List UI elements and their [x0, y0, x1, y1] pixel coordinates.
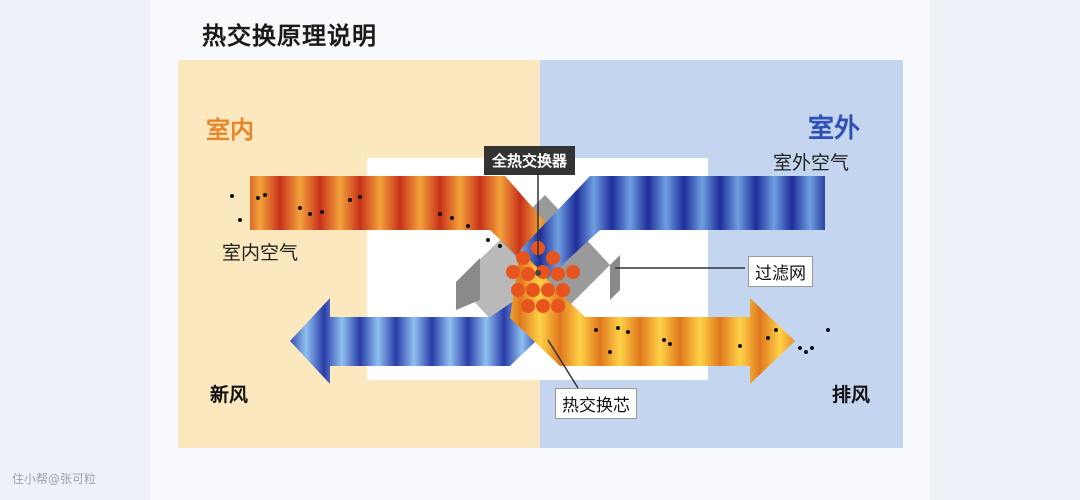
core-callout-line — [547, 339, 579, 389]
outdoor-air-flow — [520, 176, 825, 278]
indoor-air-label: 室内空气 — [222, 242, 299, 264]
outdoor-heading: 室外 — [808, 114, 861, 144]
indoor-heading: 室内 — [206, 116, 254, 144]
exhaust-flow — [510, 250, 795, 384]
particle-dots — [230, 193, 830, 354]
exchanger-callout: 全热交换器 — [484, 146, 576, 175]
fresh-air-flow — [290, 278, 560, 384]
filter-callout: 过滤网 — [748, 256, 813, 287]
core-callout: 热交换芯 — [555, 388, 637, 419]
fresh-air-label: 新风 — [210, 384, 249, 406]
watermark: 住小帮@张可粒 — [12, 472, 97, 486]
outdoor-air-label: 室外空气 — [773, 152, 850, 174]
core-matrix — [506, 241, 580, 313]
exhaust-label: 排风 — [832, 384, 871, 406]
diagram-title: 热交换原理说明 — [202, 22, 377, 50]
indoor-air-flow — [250, 176, 570, 278]
